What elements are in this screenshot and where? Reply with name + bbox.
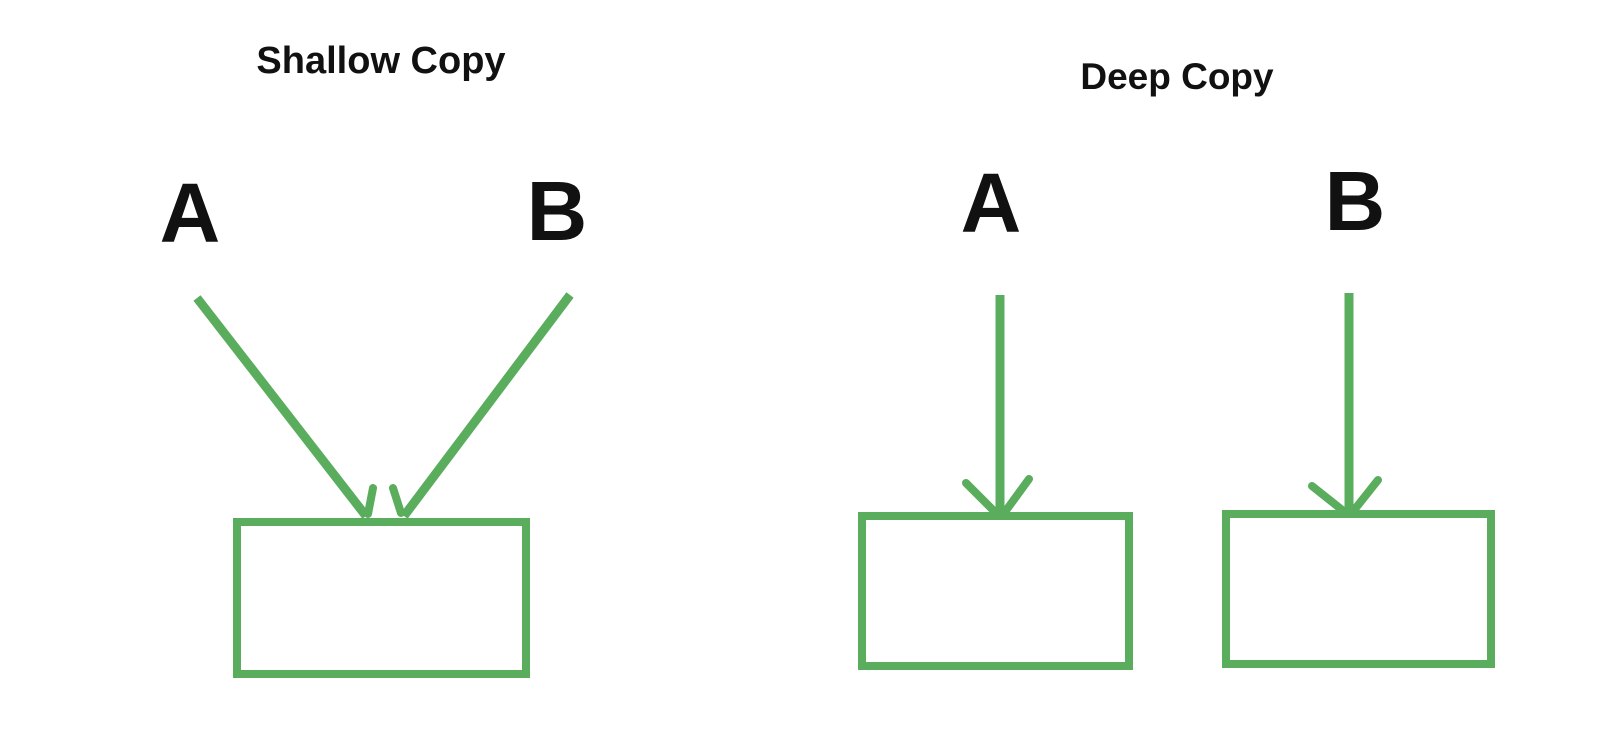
deep-copy-title: Deep Copy [1080,56,1274,97]
deep-arrow-b-head-right-barb [1347,476,1382,518]
shallow-variable-b-label: B [527,164,588,258]
shallow-arrow-a-head-barb [364,484,377,518]
deep-object-box-b [1222,510,1495,668]
shallow-variable-a-label: A [160,166,221,260]
shallow-shared-object-box [233,518,530,678]
deep-variable-b-label: B [1325,154,1386,248]
deep-variable-a-label: A [961,156,1022,250]
deep-arrow-b-head-left-barb [1308,482,1350,517]
shallow-arrow-b-line [400,292,574,519]
diagram-labels: Shallow Copy Deep Copy A B A B [160,40,1386,260]
shallow-arrow-a-line [193,295,370,519]
diagram-shapes [193,292,1495,678]
shallow-arrow-b-head-barb [389,484,405,517]
deep-arrow-a-head-right-barb [998,475,1033,520]
deep-arrow-a-head-left-barb [962,479,1002,519]
shallow-copy-title: Shallow Copy [256,40,505,82]
deep-object-box-a [858,512,1133,670]
